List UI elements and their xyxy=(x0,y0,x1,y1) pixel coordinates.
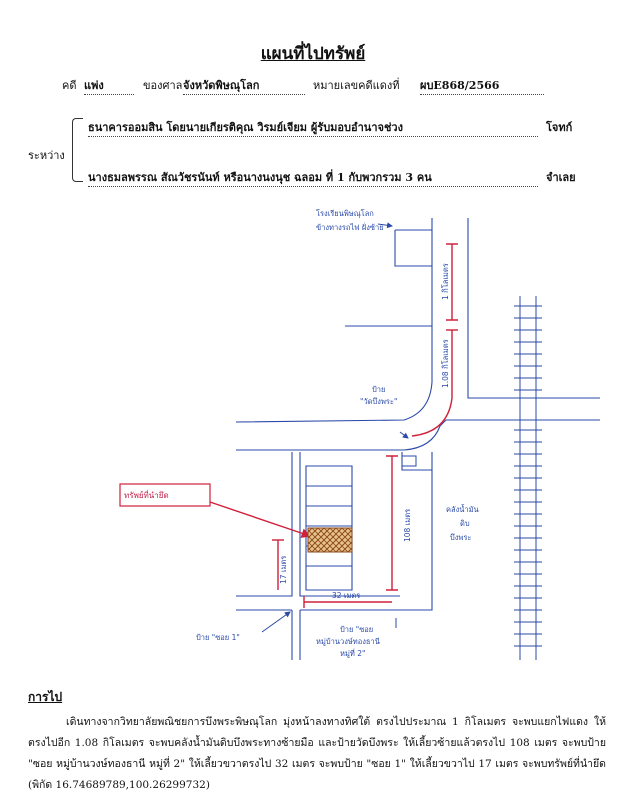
map-right-b: ดิบ xyxy=(460,519,470,528)
case-label: คดี xyxy=(62,79,77,92)
plaintiff-name: ธนาคารออมสิน โดยนายเกียรติคุณ วิรมย์เจีย… xyxy=(88,118,538,137)
main-road-right xyxy=(467,218,600,399)
case-type: แพ่ง xyxy=(84,76,134,95)
case-no-label: หมายเลขคดีแดงที่ xyxy=(313,79,400,92)
defendant-role: จำเลย xyxy=(546,171,576,184)
between-label: ระหว่าง xyxy=(28,149,65,162)
railway xyxy=(514,296,542,660)
court-name: จังหวัดพิษณุโลก xyxy=(183,76,305,95)
map-right-a: คลังน้ำมัน xyxy=(446,504,479,514)
map-property-label: ทรัพย์ที่นำยึด xyxy=(124,489,169,500)
route-line xyxy=(209,243,458,608)
map-sign-soi1: ป้าย "ซอย 1" xyxy=(196,633,240,642)
directions-heading: การไป xyxy=(28,690,63,704)
map-sign-soi2-b: หมู่บ้านวงษ์ทองธานี xyxy=(316,637,380,646)
directions-text: เดินทางจากวิทยาลัยพณิชยการบึงพระพิษณุโลก… xyxy=(28,716,606,791)
case-number: ผบE868/2566 xyxy=(420,76,544,95)
map-label-top: โรงเรียนพิษณุโลก xyxy=(316,209,374,218)
map-sign-soi2-c: หมู่ที่ 2" xyxy=(340,648,365,658)
map-sign-soi2-a: ป้าย "ซอย xyxy=(340,625,373,634)
map-dist-3: 108 เมตร xyxy=(403,509,412,542)
between-brace xyxy=(72,118,83,182)
plaintiff-role: โจทก์ xyxy=(546,121,573,134)
page-title: แผนที่ไปทรัพย์ xyxy=(260,44,366,64)
map-dist-4: 17 เมตร xyxy=(279,556,288,584)
map-sign1-a: ป้าย xyxy=(372,385,385,394)
main-road-left xyxy=(235,218,433,423)
map-dist-1: 1 กิโลเมตร xyxy=(441,263,450,300)
map-label-top2: ข้างทางรถไฟ ฝั่งซ้าย xyxy=(316,222,384,232)
map-sign1-b: "วัดบึงพระ" xyxy=(360,397,397,406)
defendant-name: นางธมลพรรณ สัณวัชรนันท์ หรือนางนงนุช ฉลอ… xyxy=(88,168,538,187)
map-dist-2: 1.08 กิโลเมตร xyxy=(441,339,450,388)
map-dist-5: 32 เมตร xyxy=(332,591,360,600)
map-right-c: บึงพระ xyxy=(450,533,472,542)
court-label: ของศาล xyxy=(143,79,183,92)
